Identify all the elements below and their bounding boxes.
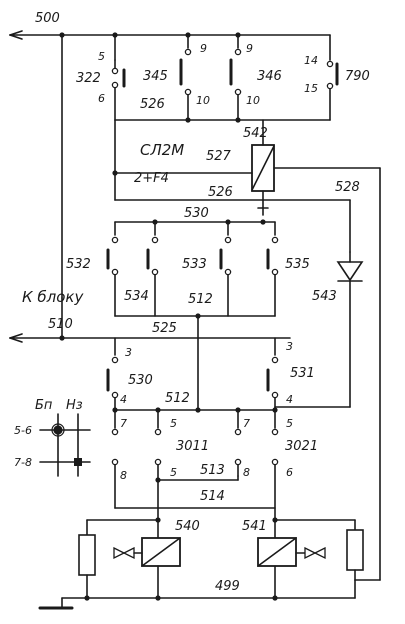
button-535 (266, 236, 279, 317)
wire-512-label-a: 512 (188, 292, 213, 307)
switch-3021 (234, 428, 279, 521)
wire-512-label-b: 512 (165, 391, 190, 406)
bus-513-514 (114, 475, 276, 509)
pin-5a: 5 (170, 417, 177, 430)
contact-790 (326, 60, 339, 121)
label-535: 535 (285, 257, 310, 272)
wire-526-label-a: 526 (140, 97, 165, 112)
switch-530 (106, 356, 119, 411)
wire-510-label: 510 (48, 317, 73, 332)
contact-345 (179, 48, 192, 121)
row-7-8: 7-8 (14, 456, 32, 469)
button-534 (146, 236, 159, 317)
pin-7a: 7 (120, 417, 127, 430)
label-530: 530 (128, 373, 153, 388)
bus-526-upper (114, 117, 331, 201)
relay-542 (251, 119, 381, 581)
pin-10a: 10 (196, 94, 210, 107)
relay-541 (257, 517, 364, 599)
contact-322 (111, 59, 126, 121)
switch-position-table (39, 413, 91, 477)
wire-513-label: 513 (200, 463, 225, 478)
label-346: 346 (257, 69, 282, 84)
label-f4: 2+F4 (134, 171, 169, 186)
label-533: 533 (182, 257, 207, 272)
label-nz: Нз (66, 398, 83, 413)
bus-499 (38, 579, 381, 610)
contact-346 (229, 48, 242, 121)
wire-500-label: 500 (35, 11, 60, 26)
pin-15: 15 (304, 82, 318, 95)
bus-525 (9, 297, 291, 356)
pin-5: 5 (98, 50, 105, 63)
label-543: 543 (312, 289, 337, 304)
wire-499-label: 499 (215, 579, 240, 594)
bus-527 (112, 170, 253, 176)
wire-528-label: 528 (335, 180, 360, 195)
label-540: 540 (175, 519, 200, 534)
label-790: 790 (345, 69, 370, 84)
label-bp: Бп (35, 398, 53, 413)
switch-531 (266, 356, 279, 411)
pin-8b: 8 (243, 466, 250, 479)
button-532 (106, 236, 119, 317)
bus-512-upper (114, 313, 276, 411)
bus-530 (114, 219, 276, 236)
pin-6b: 6 (286, 466, 293, 479)
label-531: 531 (290, 366, 315, 381)
label-3021: 3021 (285, 439, 318, 454)
pin-14: 14 (304, 54, 318, 67)
label-3011: 3011 (176, 439, 209, 454)
wire-525-label: 525 (152, 321, 177, 336)
pin-5b: 5 (286, 417, 293, 430)
label-541: 541 (242, 519, 267, 534)
wire-527-label: 527 (206, 149, 232, 164)
wire-526-label-b: 526 (208, 185, 233, 200)
relay-540 (78, 517, 181, 599)
wire-514-label: 514 (200, 489, 225, 504)
diode-543 (336, 251, 364, 408)
pin-5c: 5 (170, 466, 177, 479)
label-532: 532 (66, 257, 91, 272)
pin-6: 6 (98, 92, 105, 105)
top-bus (9, 30, 331, 299)
bus-528 (114, 199, 351, 253)
label-345: 345 (143, 69, 168, 84)
pin-10b: 10 (246, 94, 260, 107)
pin-3a: 3 (125, 346, 132, 359)
switch-3011 (111, 428, 162, 521)
pin-4a: 4 (120, 393, 127, 406)
label-slpm: СЛ2М (140, 141, 184, 159)
pin-7b: 7 (243, 417, 250, 430)
pin-4b: 4 (286, 393, 293, 406)
label-534: 534 (124, 289, 149, 304)
label-542: 542 (243, 126, 268, 141)
button-533 (219, 236, 232, 317)
pin-9a: 9 (200, 42, 207, 55)
row-5-6: 5-6 (14, 424, 32, 437)
pin-3b: 3 (286, 340, 293, 353)
pin-8a: 8 (120, 469, 127, 482)
label-to-block: К блоку (22, 288, 84, 306)
label-322: 322 (76, 71, 101, 86)
bus-512-lower (112, 406, 351, 429)
pin-9b: 9 (246, 42, 253, 55)
wire-530-label: 530 (184, 206, 209, 221)
